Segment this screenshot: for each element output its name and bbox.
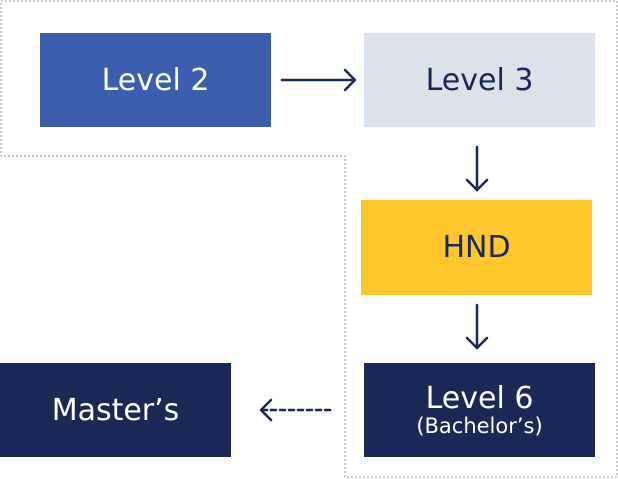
node-level-2: Level 2 xyxy=(40,33,271,127)
dashed-arrow-left-icon xyxy=(259,398,335,422)
node-masters: Master’s xyxy=(0,363,231,457)
arrow-down-icon xyxy=(465,303,489,350)
node-label: HND xyxy=(442,230,511,265)
node-label: Master’s xyxy=(51,392,180,428)
node-level-6: Level 6 (Bachelor’s) xyxy=(364,363,595,457)
arrow-right-icon xyxy=(280,68,357,92)
node-hnd: HND xyxy=(361,200,592,295)
node-label: Level 6 xyxy=(425,380,534,416)
node-label: Level 2 xyxy=(101,62,210,98)
node-level-3: Level 3 xyxy=(364,33,595,127)
node-sublabel: (Bachelor’s) xyxy=(416,413,543,438)
arrow-down-icon xyxy=(465,145,489,192)
node-label: Level 3 xyxy=(425,62,534,98)
